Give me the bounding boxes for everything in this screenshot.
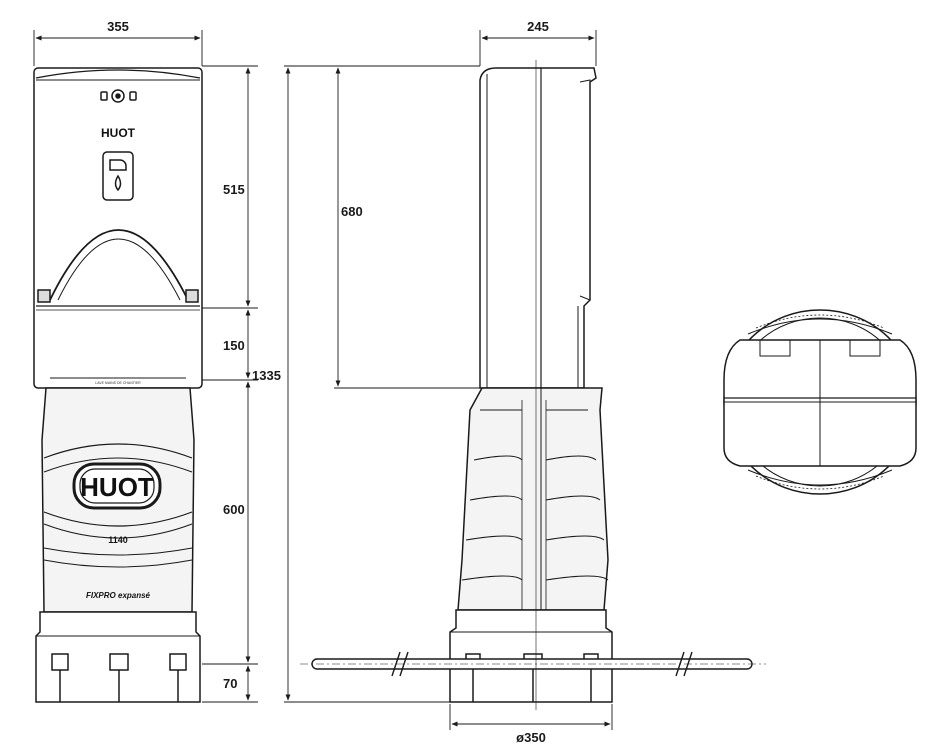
front-brand-top: HUOT <box>101 126 136 140</box>
dimension-lines <box>33 30 613 730</box>
dispenser-arch <box>49 229 189 301</box>
front-cabinet <box>33 67 203 389</box>
dim-height-upper: 515 <box>223 182 245 197</box>
side-column <box>457 387 609 611</box>
dim-height-cabinet: 680 <box>341 204 363 219</box>
foot-slot-center <box>109 653 129 671</box>
side-rod <box>300 651 766 677</box>
dim-height-base: 600 <box>223 502 245 517</box>
dim-height-middle: 150 <box>223 338 245 353</box>
rivet-left-icon <box>100 91 108 101</box>
side-cabinet <box>479 67 597 389</box>
side-view <box>449 67 613 703</box>
front-model-number: 1140 <box>108 535 128 545</box>
front-product-line: FIXPRO expansé <box>86 591 151 600</box>
dim-width-front: 355 <box>107 19 129 34</box>
dim-height-total: 1335 <box>252 368 281 383</box>
front-small-caption: LAVE MAINS DE CHANTIER <box>95 381 141 385</box>
foot-slot-right <box>169 653 187 671</box>
front-view <box>33 67 203 703</box>
front-brand-base: HUOT <box>80 472 154 502</box>
water-drop-icon <box>114 174 122 192</box>
top-view <box>723 309 917 495</box>
dim-base-diameter: ø350 <box>516 730 546 745</box>
dim-height-foot: 70 <box>223 676 237 691</box>
dim-width-side: 245 <box>527 19 549 34</box>
foot-slot-left <box>51 653 69 671</box>
rivet-right-icon <box>129 91 137 101</box>
